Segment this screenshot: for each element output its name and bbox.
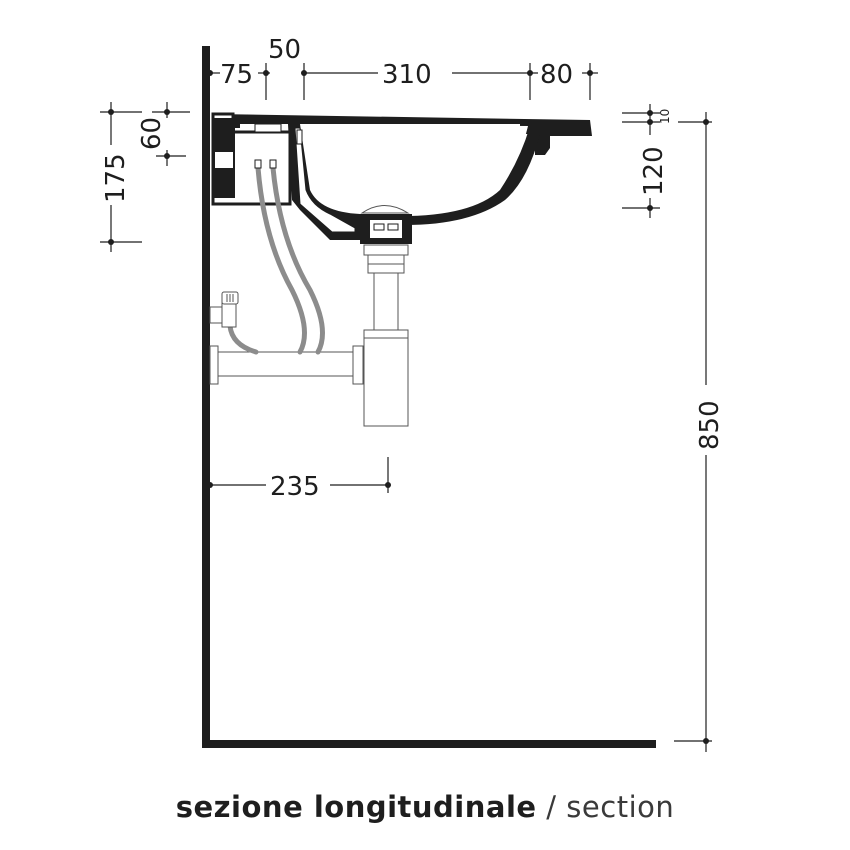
basin-top-slab bbox=[213, 114, 592, 155]
washbasin bbox=[211, 112, 592, 240]
dim-310: 310 bbox=[382, 60, 432, 90]
drain-cap bbox=[360, 205, 410, 214]
basin-bowl-cavity bbox=[305, 124, 528, 212]
housing-top-slot bbox=[254, 123, 282, 133]
wall-and-floor bbox=[202, 46, 656, 748]
overflow-channel bbox=[294, 127, 356, 233]
hose-valve bbox=[227, 323, 259, 355]
dim-120: 120 bbox=[639, 146, 669, 196]
wall bbox=[202, 46, 210, 748]
supply-hoses bbox=[227, 159, 325, 355]
hose-1 bbox=[255, 165, 307, 355]
dim-850: 850 bbox=[695, 400, 725, 450]
overflow-slot bbox=[296, 129, 303, 145]
dim-50: 50 bbox=[268, 35, 301, 65]
dim-75: 75 bbox=[220, 60, 253, 90]
dim-60: 60 bbox=[137, 117, 167, 150]
drain-port-left bbox=[373, 223, 385, 231]
drawing-caption: sezione longitudinale / section bbox=[0, 790, 850, 824]
caption-primary: sezione longitudinale bbox=[175, 790, 537, 824]
hose-2 bbox=[270, 165, 325, 355]
wall-flange bbox=[209, 345, 219, 385]
housing-window bbox=[215, 152, 233, 168]
floor bbox=[202, 740, 656, 748]
dim-10: 10 bbox=[658, 109, 672, 124]
angle-valve bbox=[209, 291, 239, 328]
drain-assembly bbox=[360, 205, 412, 274]
hose-fitting-2 bbox=[269, 159, 277, 169]
valve-inlet bbox=[209, 306, 223, 324]
dim-235: 235 bbox=[270, 472, 320, 502]
dimension-lines bbox=[100, 63, 712, 752]
dimension-labels: 75 50 310 80 175 60 10 120 850 235 bbox=[101, 35, 725, 502]
hose-fitting-1 bbox=[254, 159, 262, 169]
trap-bottle-top bbox=[363, 329, 409, 339]
drain-port-right bbox=[387, 223, 399, 231]
bottle-trap bbox=[209, 272, 409, 427]
drain-nut bbox=[363, 244, 409, 256]
trap-bottle bbox=[363, 337, 409, 427]
trap-outlet-flange bbox=[352, 345, 364, 385]
basin-bowl-shell bbox=[288, 124, 540, 240]
trap-tailpiece bbox=[373, 272, 399, 332]
trap-outlet-pipe bbox=[217, 351, 354, 377]
caption-secondary: section bbox=[566, 790, 675, 824]
caption-separator: / bbox=[536, 790, 567, 824]
valve-body bbox=[221, 302, 237, 328]
dim-175: 175 bbox=[101, 153, 131, 203]
dim-80: 80 bbox=[540, 60, 573, 90]
